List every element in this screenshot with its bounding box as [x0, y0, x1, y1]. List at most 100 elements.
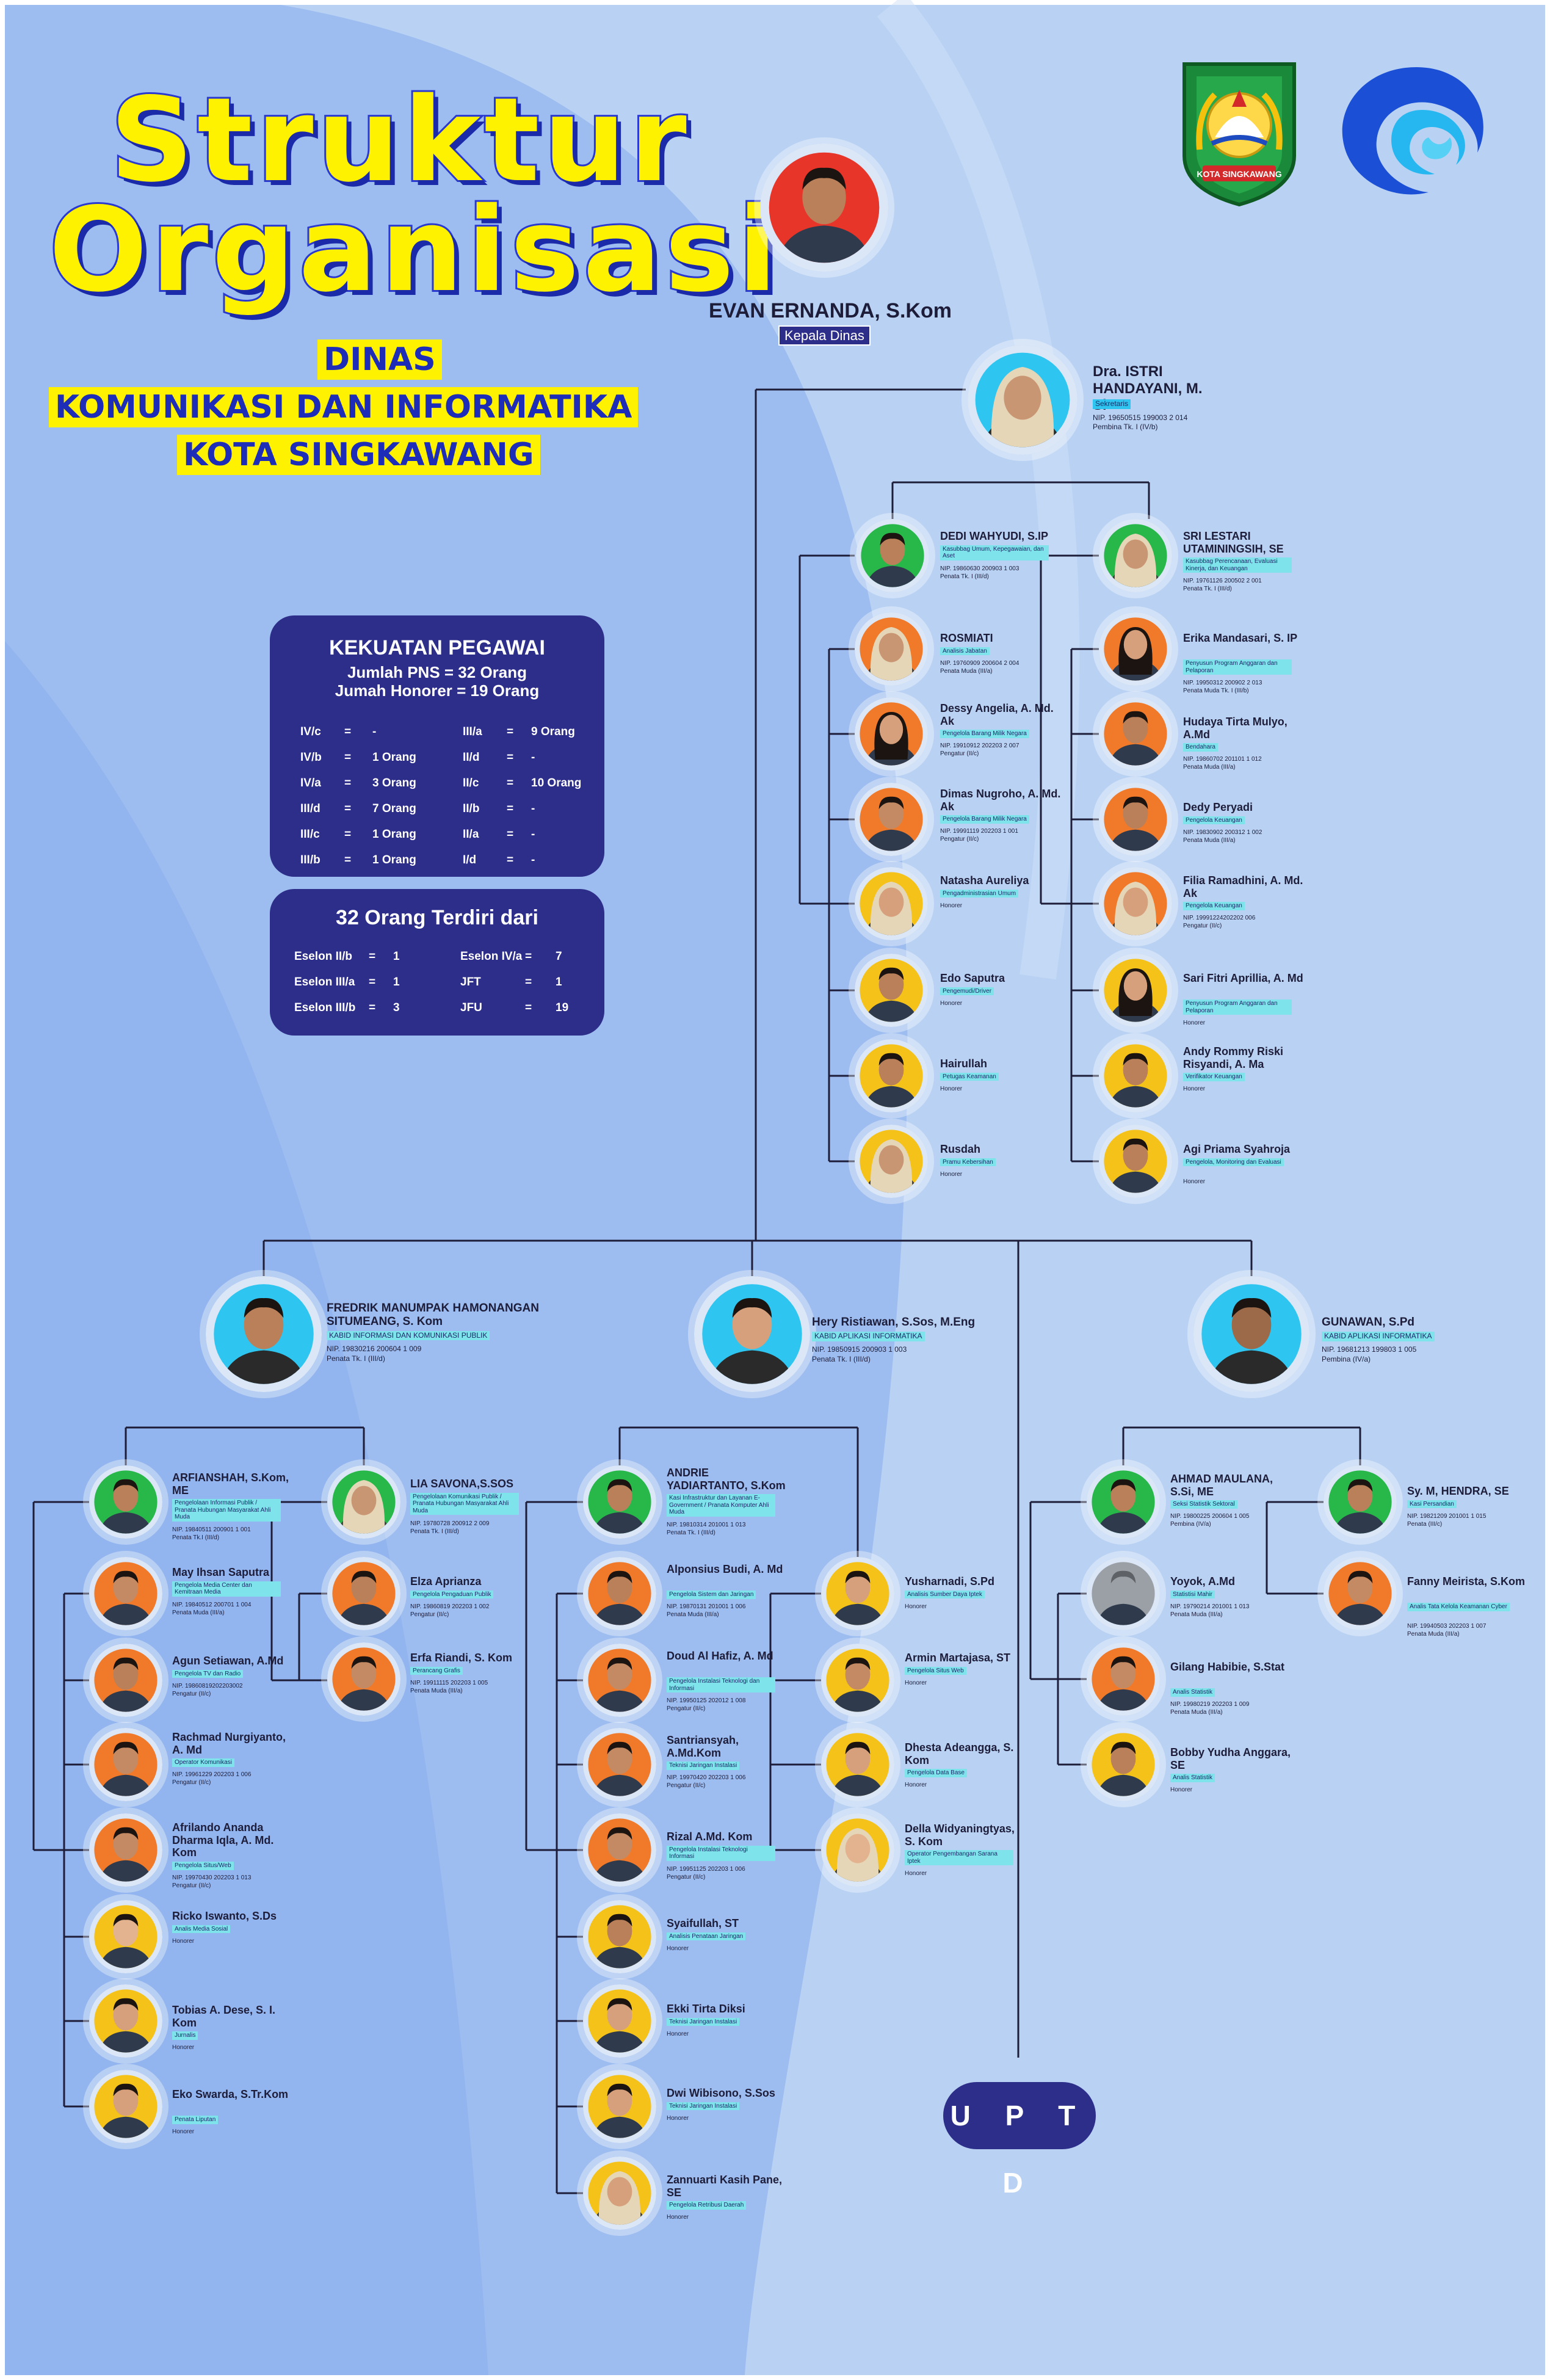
- person-meta-syaifullah: Honorer: [667, 1945, 689, 1952]
- avatar-ahmad: [1087, 1465, 1160, 1539]
- kekuatan-cell-eq2: =: [507, 751, 514, 764]
- kekuatan-cell-eq2: =: [507, 725, 514, 738]
- person-role-fredrik: KABID INFORMASI DAN KOMUNIKASI PUBLIK: [327, 1330, 490, 1341]
- person-role-fanny: Analis Tata Kelola Keamanan Cyber: [1407, 1603, 1510, 1611]
- kekuatan-cell-v1: 1 Orang: [372, 751, 416, 764]
- person-name-della: Della Widyaningtyas, S. Kom: [905, 1823, 1015, 1848]
- person-role-may: Pengelola Media Center dan Kemitraan Med…: [172, 1581, 281, 1597]
- avatar-gilang: [1087, 1642, 1160, 1716]
- kominfo-logo: [1342, 67, 1483, 195]
- kekuatan-cell-g2: II/b: [463, 802, 480, 815]
- person-role-tobias: Jurnalis: [172, 2031, 198, 2040]
- subtitle-dinas: DINAS: [317, 339, 442, 380]
- person-meta-ekki: Honorer: [667, 2030, 689, 2037]
- person-role-gilang: Analis Statistik: [1170, 1688, 1215, 1697]
- person-meta-rizal: NIP. 19951125 202203 1 006 Pengatur (II/…: [667, 1865, 745, 1881]
- person-meta-dedy: NIP. 19830902 200312 1 002 Penata Muda (…: [1183, 829, 1262, 844]
- avatar-yoyok: [1087, 1557, 1160, 1630]
- person-name-hairullah: Hairullah: [940, 1058, 988, 1070]
- person-role-ahmad: Seksi Statistik Sektoral: [1170, 1500, 1237, 1509]
- person-name-rusdah: Rusdah: [940, 1143, 981, 1155]
- kekuatan-cell-v1: 1 Orang: [372, 854, 416, 866]
- person-name-hery: Hery Ristiawan, S.Sos, M.Eng: [812, 1316, 976, 1329]
- avatar-natasha: [855, 867, 928, 940]
- person-role-ekki: Teknisi Jaringan Instalasi: [667, 2017, 740, 2026]
- person-role-sari: Penyusun Program Anggaran dan Pelaporan: [1183, 1000, 1292, 1015]
- avatar-fredrik: [206, 1276, 322, 1392]
- person-role-agi: Pengelola, Monitoring dan Evaluasi: [1183, 1158, 1284, 1167]
- avatar-sekretaris: [968, 345, 1077, 455]
- avatar-armin: [821, 1644, 894, 1717]
- person-meta-bobby: Honorer: [1170, 1787, 1193, 1794]
- kekuatan-cell-g2: II/d: [463, 751, 480, 764]
- avatar-sari: [1099, 954, 1172, 1027]
- avatar-zannuarti: [583, 2157, 656, 2230]
- person-name-gilang: Gilang Habibie, S.Stat: [1170, 1661, 1285, 1673]
- kekuatan-cell-g2: III/a: [463, 725, 482, 738]
- person-name-natasha: Natasha Aureliya: [940, 874, 1029, 887]
- subtitle-kominfo: KOMUNIKASI DAN INFORMATIKA: [49, 387, 639, 427]
- person-meta-dhesta: Honorer: [905, 1782, 927, 1789]
- person-name-lia: LIA SAVONA,S.SOS: [410, 1478, 514, 1490]
- kekuatan-cell-eq2: =: [507, 828, 514, 841]
- avatar-rusdah: [855, 1125, 928, 1198]
- terdiri-cell-eq1: =: [369, 976, 376, 989]
- terdiri-cell-k1: Eselon II/b: [294, 950, 353, 963]
- uptd-button[interactable]: U P T D: [943, 2082, 1096, 2199]
- terdiri-cell-v1: 1: [393, 976, 400, 989]
- person-name-fanny: Fanny Meirista, S.Kom: [1407, 1575, 1526, 1587]
- person-meta-symhendra: NIP. 19821209 201001 1 015 Penata (III/c…: [1407, 1512, 1487, 1528]
- person-name-yusharnadi: Yusharnadi, S.Pd: [905, 1575, 995, 1587]
- person-role-kadis: Kepala Dinas: [778, 325, 871, 346]
- kekuatan-cell-v1: 7 Orang: [372, 802, 416, 815]
- person-role-natasha: Pengadministrasian Umum: [940, 889, 1019, 898]
- person-name-agi: Agi Priama Syahroja: [1183, 1143, 1291, 1155]
- person-meta-dedi: NIP. 19860630 200903 1 003 Penata Tk. I …: [940, 565, 1019, 580]
- person-role-dedi: Kasubbag Umum, Kepegawaian, dan Aset: [940, 545, 1049, 561]
- person-role-lia: Pengelolaan Komunikasi Publik / Pranata …: [410, 1492, 519, 1515]
- person-role-symhendra: Kasi Persandian: [1407, 1500, 1457, 1509]
- person-name-rachmad: Rachmad Nurgiyanto, A. Md: [172, 1731, 286, 1756]
- avatar-dimas: [855, 783, 928, 856]
- kekuatan-cell-g1: III/d: [300, 802, 321, 815]
- avatar-hudaya: [1099, 697, 1172, 771]
- avatar-doud: [583, 1644, 656, 1717]
- person-role-rosmiati: Analisis Jabatan: [940, 647, 990, 656]
- terdiri-cell-v1: 3: [393, 1001, 400, 1014]
- city-logo-text: KOTA SINGKAWANG: [1197, 169, 1281, 179]
- person-name-sri: SRI LESTARI UTAMININGSIH, SE: [1183, 530, 1284, 555]
- avatar-symhendra: [1324, 1465, 1397, 1539]
- person-meta-zannuarti: Honorer: [667, 2214, 689, 2221]
- kekuatan-cell-eq1: =: [344, 751, 352, 764]
- person-role-della: Operator Pengembangan Sarana Iptek: [905, 1850, 1013, 1866]
- person-role-hery: KABID APLIKASI INFORMATIKA: [812, 1331, 925, 1341]
- person-name-hudaya: Hudaya Tirta Mulyo, A.Md: [1183, 716, 1287, 741]
- person-role-sri: Kasubbag Perencanaan, Evaluasi Kinerja, …: [1183, 557, 1292, 573]
- terdiri-cell-v1: 1: [393, 950, 400, 963]
- kekuatan-cell-g1: IV/c: [300, 725, 321, 738]
- person-meta-natasha: Honorer: [940, 902, 963, 909]
- person-meta-dwi: Honorer: [667, 2114, 689, 2122]
- person-name-dimas: Dimas Nugroho, A. Md. Ak: [940, 788, 1061, 813]
- person-meta-santriansyah: NIP. 19970420 202203 1 006 Pengatur (II/…: [667, 1774, 746, 1790]
- person-name-doud: Doud Al Hafiz, A. Md: [667, 1650, 773, 1662]
- person-meta-filia: NIP. 19991224202202 006 Pengatur (II/c): [1183, 915, 1256, 930]
- person-name-sari: Sari Fitri Aprillia, A. Md: [1183, 972, 1303, 984]
- poster-title-line2: Organisasi: [47, 183, 781, 317]
- avatar-ricko: [89, 1900, 162, 1973]
- poster-title-line1: Struktur: [108, 73, 690, 208]
- person-role-dimas: Pengelola Barang Milik Negara: [940, 815, 1029, 824]
- person-name-kadis: EVAN ERNANDA, S.Kom: [709, 299, 952, 322]
- kekuatan-cell-v2: -: [531, 854, 535, 866]
- kekuatan-cell-eq2: =: [507, 777, 514, 789]
- kekuatan-cell-v2: -: [531, 751, 535, 764]
- person-meta-gunawan: NIP. 19681213 199803 1 005 Pembina (IV/a…: [1322, 1345, 1417, 1363]
- terdiri-cell-v2: 7: [556, 950, 562, 963]
- kekuatan-cell-g1: IV/b: [300, 751, 322, 764]
- person-role-dedy: Pengelola Keuangan: [1183, 816, 1245, 825]
- person-meta-dessy: NIP. 19910912 202203 2 007 Pengatur (II/…: [940, 742, 1019, 758]
- person-meta-dimas: NIP. 19991119 202203 1 001 Pengatur (II/…: [940, 828, 1018, 843]
- person-name-santriansyah: Santriansyah, A.Md.Kom: [667, 1734, 739, 1759]
